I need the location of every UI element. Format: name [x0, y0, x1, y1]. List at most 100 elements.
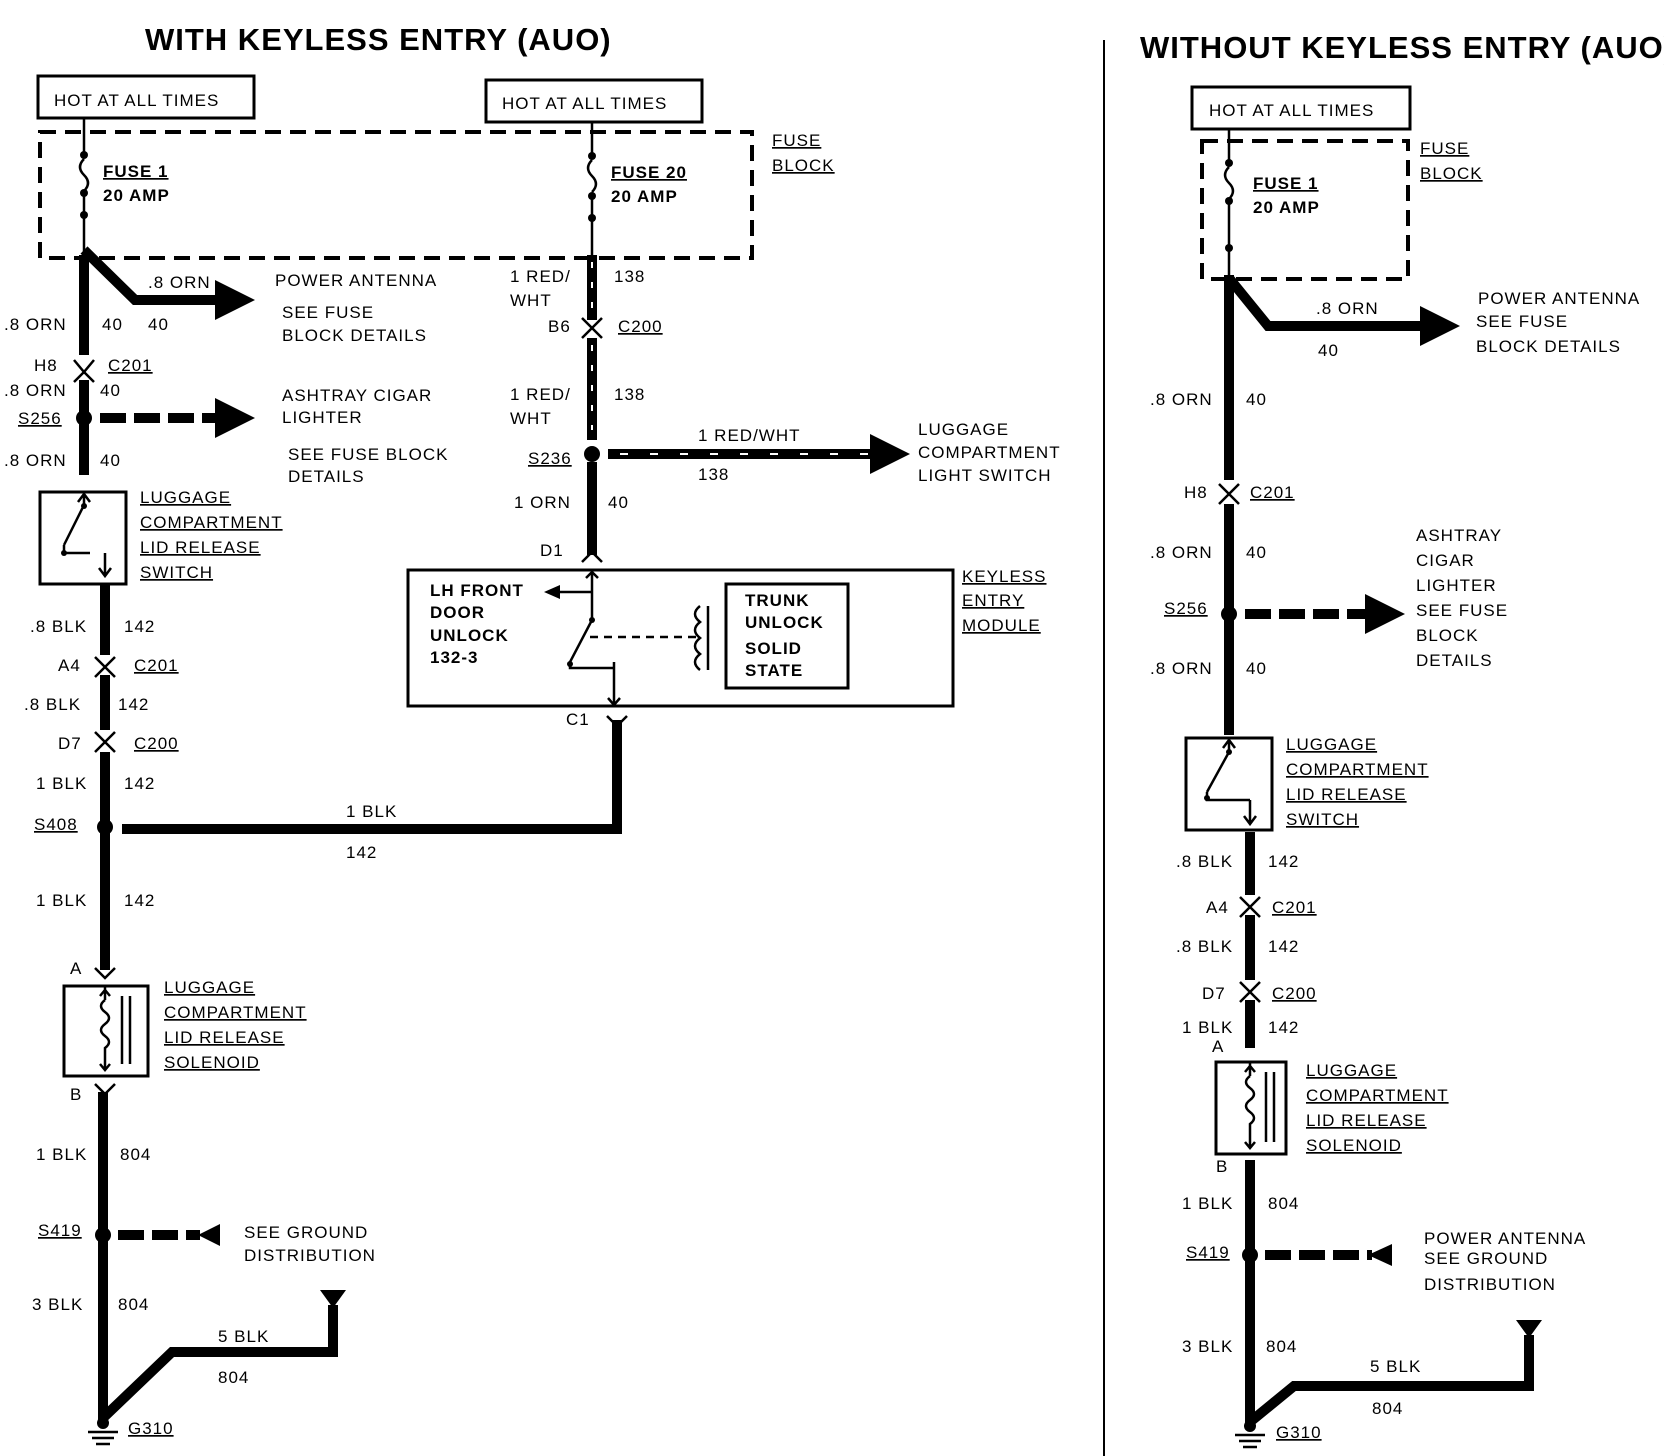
right-c201-top: C201: [1250, 483, 1295, 502]
hot-box-1: [36, 74, 256, 120]
luggage-light-1: LUGGAGE: [918, 420, 1009, 439]
right-s419: S419: [1186, 1243, 1230, 1262]
fuse20-amp: 20 AMP: [611, 187, 678, 206]
fuse1-amp: 20 AMP: [103, 186, 170, 205]
keyless-3: MODULE: [962, 616, 1041, 635]
fuse-block-label-1: FUSE: [772, 131, 821, 150]
right-142-1: 142: [1268, 852, 1299, 871]
ground-triangle-right: [1516, 1320, 1542, 1338]
d7-label: D7: [58, 734, 82, 753]
hot-label-2: HOT AT ALL TIMES: [502, 94, 667, 113]
right-804-3: 804: [1372, 1399, 1403, 1418]
left-blk8-1: .8 BLK: [30, 617, 87, 636]
c201-label-mid: C201: [134, 656, 179, 675]
redwht-inline: 1 RED/WHT: [698, 426, 801, 445]
power-antenna-40: 40: [148, 315, 169, 334]
luggage-light-3: LIGHT SWITCH: [918, 466, 1052, 485]
b6-label: B6: [548, 317, 571, 336]
right-fuse-block-1: FUSE: [1420, 139, 1469, 158]
right-c201-mid: C201: [1272, 898, 1317, 917]
right-orn-2: .8 ORN: [1150, 543, 1213, 562]
right-ashtray-6: DETAILS: [1416, 651, 1493, 670]
ground-icon-right: [1235, 1433, 1265, 1449]
s236-splice: [584, 446, 600, 462]
right-wire-power-antenna: [1225, 274, 1460, 346]
right-blk8-2: .8 BLK: [1176, 937, 1233, 956]
right-pa-orn: .8 ORN: [1316, 299, 1379, 318]
right-ashtray-1: ASHTRAY: [1416, 526, 1502, 545]
lh-front-2: DOOR: [430, 603, 485, 622]
right-solenoid-1: LUGGAGE: [1306, 1061, 1397, 1080]
right-title: WITHOUT KEYLESS ENTRY (AUO): [1140, 30, 1664, 65]
right-pa-40: 40: [1318, 341, 1339, 360]
trunk-2: UNLOCK: [745, 613, 824, 632]
right-switch-2: COMPARTMENT: [1286, 760, 1429, 779]
right-solenoid-a: A: [1212, 1037, 1224, 1056]
right-switch-4: SWITCH: [1286, 810, 1359, 829]
solenoid-label-1: LUGGAGE: [164, 978, 255, 997]
s408-blk1: 1 BLK: [346, 802, 397, 821]
s256-label: S256: [18, 409, 62, 428]
left-142-3: 142: [124, 774, 155, 793]
right-d7: D7: [1202, 984, 1226, 1003]
switch-label-4: SWITCH: [140, 563, 213, 582]
g310-left: G310: [128, 1419, 174, 1438]
right-142-2: 142: [1268, 937, 1299, 956]
fuse1-label: FUSE 1: [103, 162, 169, 181]
left-blk1-3: 1 BLK: [36, 1145, 87, 1164]
fuse-block-outline: [38, 130, 754, 260]
left-orn-2: .8 ORN: [4, 381, 67, 400]
left-142-2: 142: [118, 695, 149, 714]
right-ashtray-4: SEE FUSE: [1416, 601, 1508, 620]
right-blk8-1: .8 BLK: [1176, 852, 1233, 871]
trunk-1: TRUNK: [745, 591, 810, 610]
right-blk3: 3 BLK: [1182, 1337, 1233, 1356]
redwht-1a: 1 RED/: [510, 267, 571, 286]
left-142-1: 142: [124, 617, 155, 636]
left-804-1: 804: [120, 1145, 151, 1164]
right-blk1-2: 1 BLK: [1182, 1194, 1233, 1213]
right-solenoid-3: LID RELEASE: [1306, 1111, 1427, 1130]
hot-box-2: [484, 78, 704, 124]
power-antenna-see: SEE FUSE: [282, 303, 374, 322]
left-orn-3: .8 ORN: [4, 451, 67, 470]
right-804-2: 804: [1266, 1337, 1297, 1356]
ashtray-label-4: DETAILS: [288, 467, 365, 486]
ashtray-label-2: LIGHTER: [282, 408, 363, 427]
keyless-2: ENTRY: [962, 591, 1024, 610]
right-ground-3: DISTRIBUTION: [1424, 1275, 1556, 1294]
c200-label-left: C200: [134, 734, 179, 753]
s419-splice: [95, 1227, 111, 1243]
right-fuse1-symbol: [1223, 166, 1235, 200]
s408-label: S408: [34, 815, 78, 834]
right-h8: H8: [1184, 483, 1208, 502]
switch-label-3: LID RELEASE: [140, 538, 261, 557]
power-antenna-orn: .8 ORN: [148, 273, 211, 292]
ground-triangle-left: [320, 1290, 346, 1308]
left-804-3: 804: [218, 1368, 249, 1387]
luggage-light-2: COMPARTMENT: [918, 443, 1061, 462]
right-s256-label: S256: [1164, 599, 1208, 618]
wire-power-antenna: [80, 246, 255, 320]
right-blk1-1: 1 BLK: [1182, 1018, 1233, 1037]
right-142-3: 142: [1268, 1018, 1299, 1037]
right-pa-2: SEE FUSE: [1476, 312, 1568, 331]
right-804-1: 804: [1268, 1194, 1299, 1213]
left-blk5: 5 BLK: [218, 1327, 269, 1346]
s256-splice: [76, 410, 92, 426]
redwht-2b: WHT: [510, 409, 552, 428]
right-40-3: 40: [1246, 659, 1267, 678]
fuse20-symbol: [586, 159, 598, 193]
right-blk5: 5 BLK: [1370, 1357, 1421, 1376]
right-ashtray-5: BLOCK: [1416, 626, 1479, 645]
solenoid-label-3: LID RELEASE: [164, 1028, 285, 1047]
a4-label: A4: [58, 656, 81, 675]
s408-142: 142: [346, 843, 377, 862]
redwht-138-3: 138: [698, 465, 729, 484]
c1-label: C1: [566, 710, 590, 729]
right-c200: C200: [1272, 984, 1317, 1003]
redwht-1b: WHT: [510, 291, 552, 310]
wire-142-keyless: [122, 720, 622, 834]
